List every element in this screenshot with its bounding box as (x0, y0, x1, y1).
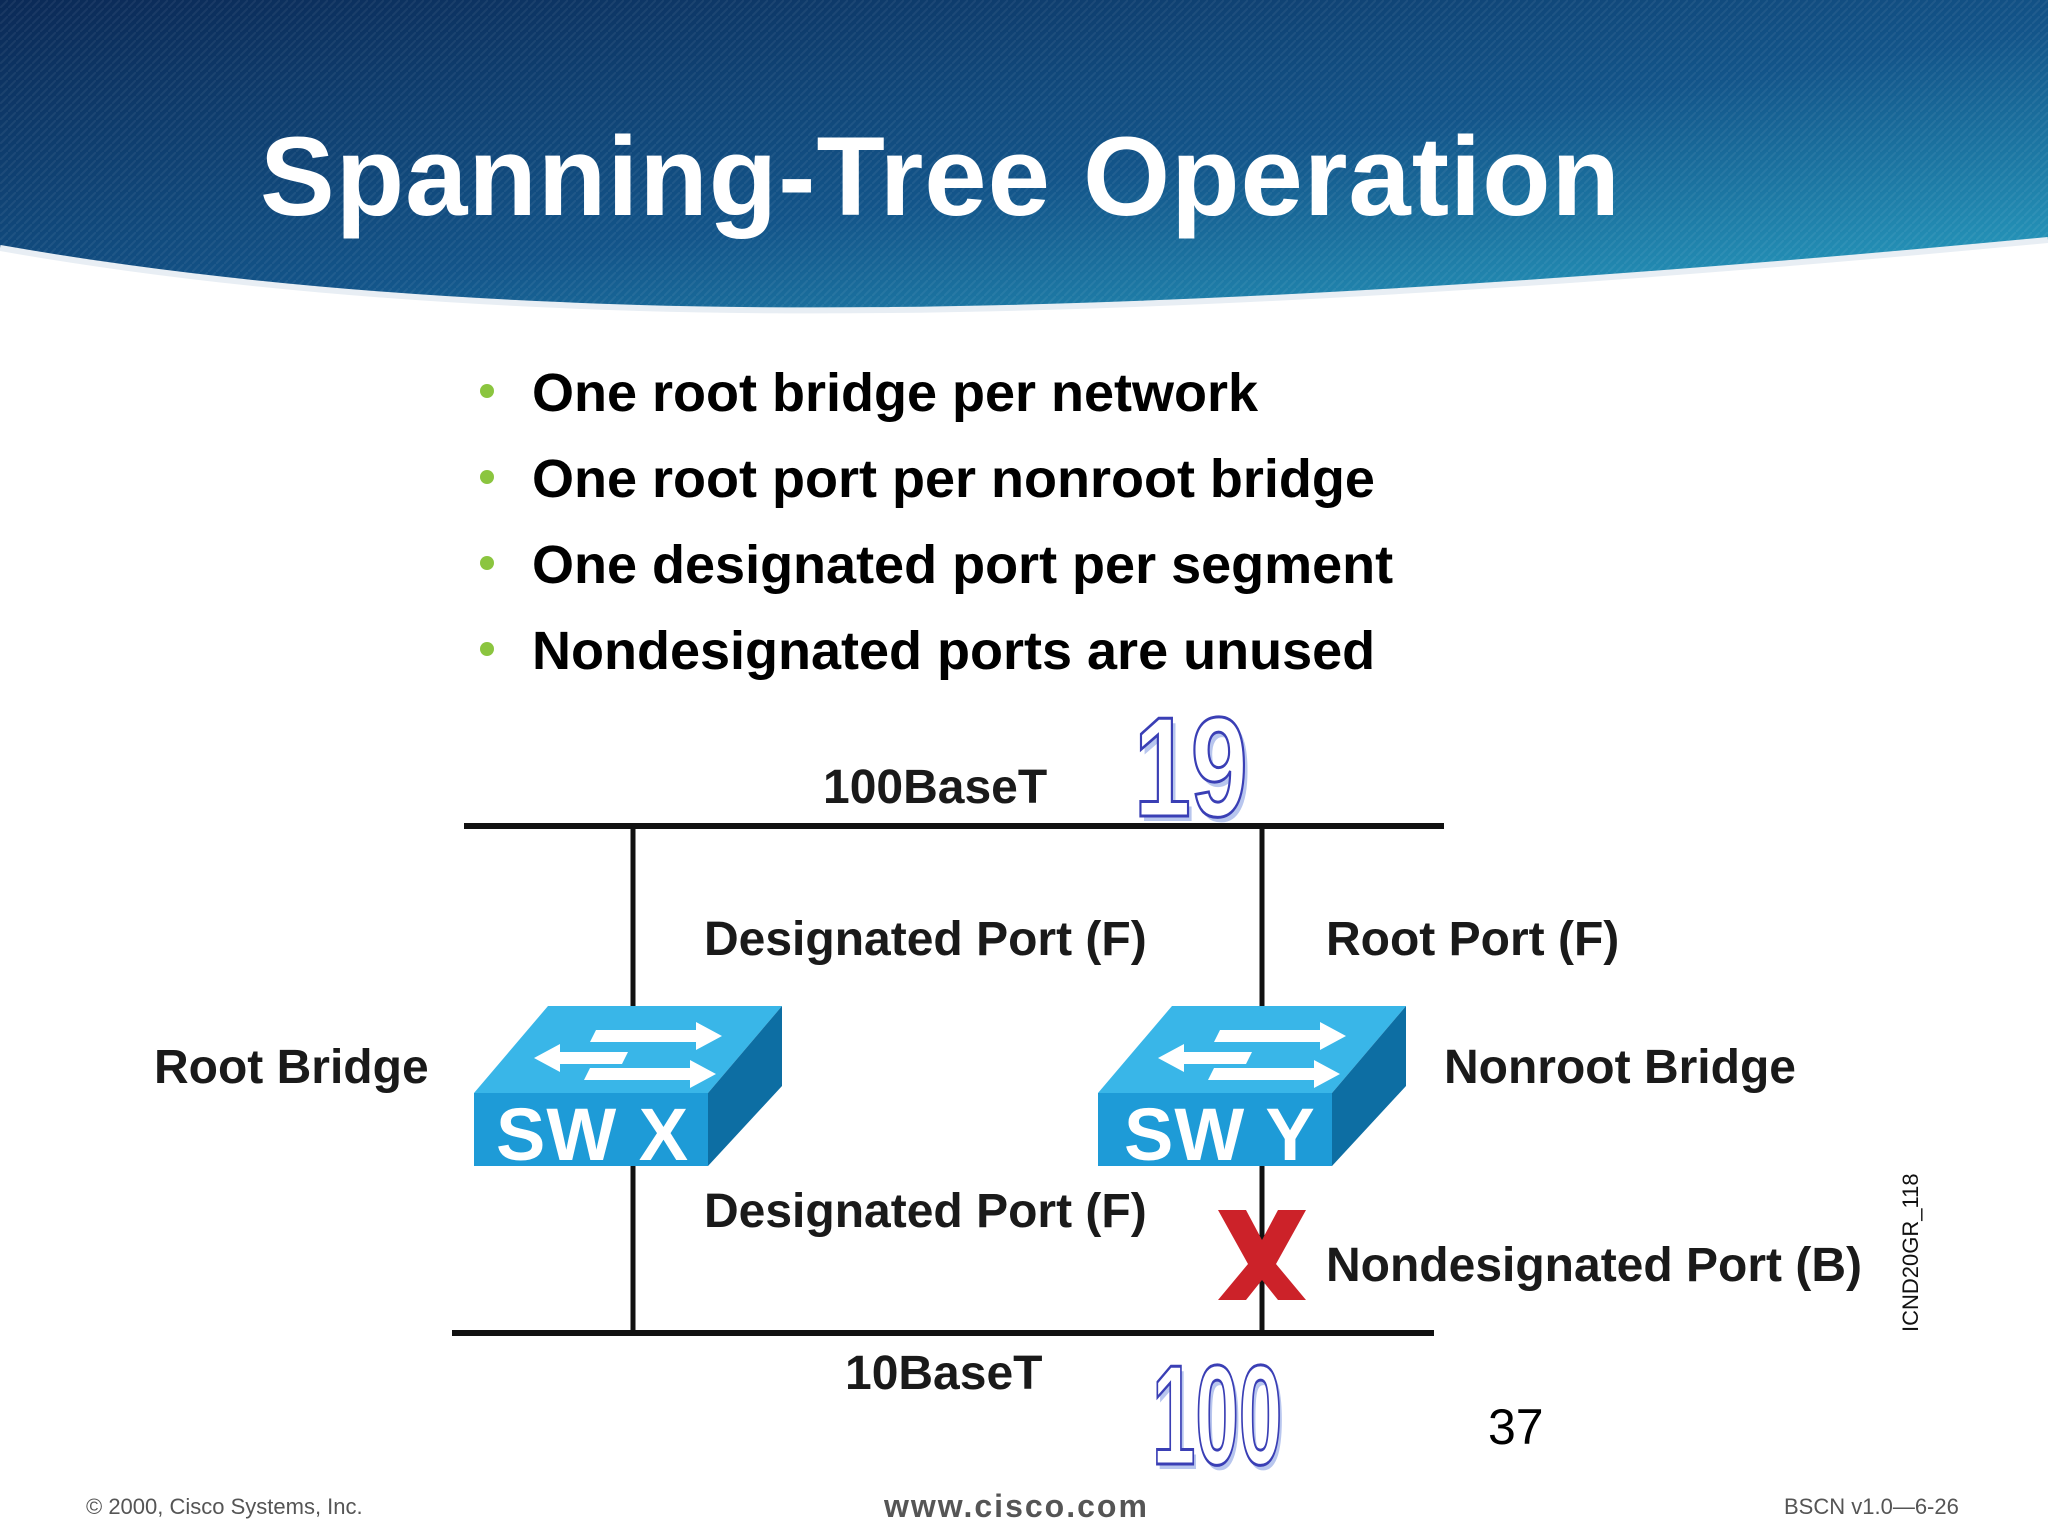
cost-bottom-value: 100 (1151, 1335, 1283, 1497)
bullet-item: One root bridge per network (472, 350, 1393, 436)
bullet-dot-icon (480, 384, 494, 398)
port-y-top-label: Root Port (F) (1326, 913, 1620, 966)
switch-x-label: SW X (496, 1093, 690, 1176)
port-y-bottom-label: Nondesignated Port (B) (1326, 1239, 1862, 1292)
bullet-dot-icon (480, 556, 494, 570)
port-x-bottom-label: Designated Port (F) (704, 1185, 1147, 1238)
root-bridge-label: Root Bridge (154, 1041, 429, 1094)
bullet-dot-icon (480, 642, 494, 656)
switch-y-label: SW Y (1124, 1093, 1316, 1176)
segment-top-label: 100BaseT (823, 761, 1048, 814)
bullet-item: One root port per nonroot bridge (472, 436, 1393, 522)
slide-title: Spanning-Tree Operation (260, 114, 1621, 239)
footer-website: www.cisco.com (884, 1488, 1149, 1524)
page-number: 37 (1488, 1399, 1544, 1455)
figure-id: ICND20GR_118 (1898, 1173, 1923, 1332)
cost-top-value: 19 (1133, 687, 1249, 849)
blocked-port-x-icon (1218, 1210, 1306, 1300)
bullet-list: One root bridge per network One root por… (472, 350, 1393, 694)
segment-bottom-label: 10BaseT (845, 1347, 1043, 1400)
header-banner (0, 0, 2048, 314)
bullet-item: One designated port per segment (472, 522, 1393, 608)
bullet-dot-icon (480, 470, 494, 484)
nonroot-bridge-label: Nonroot Bridge (1444, 1041, 1796, 1094)
footer-course: BSCN v1.0—6-26 (1784, 1494, 1959, 1519)
footer-copyright: © 2000, Cisco Systems, Inc. (86, 1494, 363, 1519)
switch-x-icon (474, 1006, 782, 1166)
port-x-top-label: Designated Port (F) (704, 913, 1147, 966)
switch-y-icon (1098, 1006, 1406, 1166)
bullet-item: Nondesignated ports are unused (472, 608, 1393, 694)
